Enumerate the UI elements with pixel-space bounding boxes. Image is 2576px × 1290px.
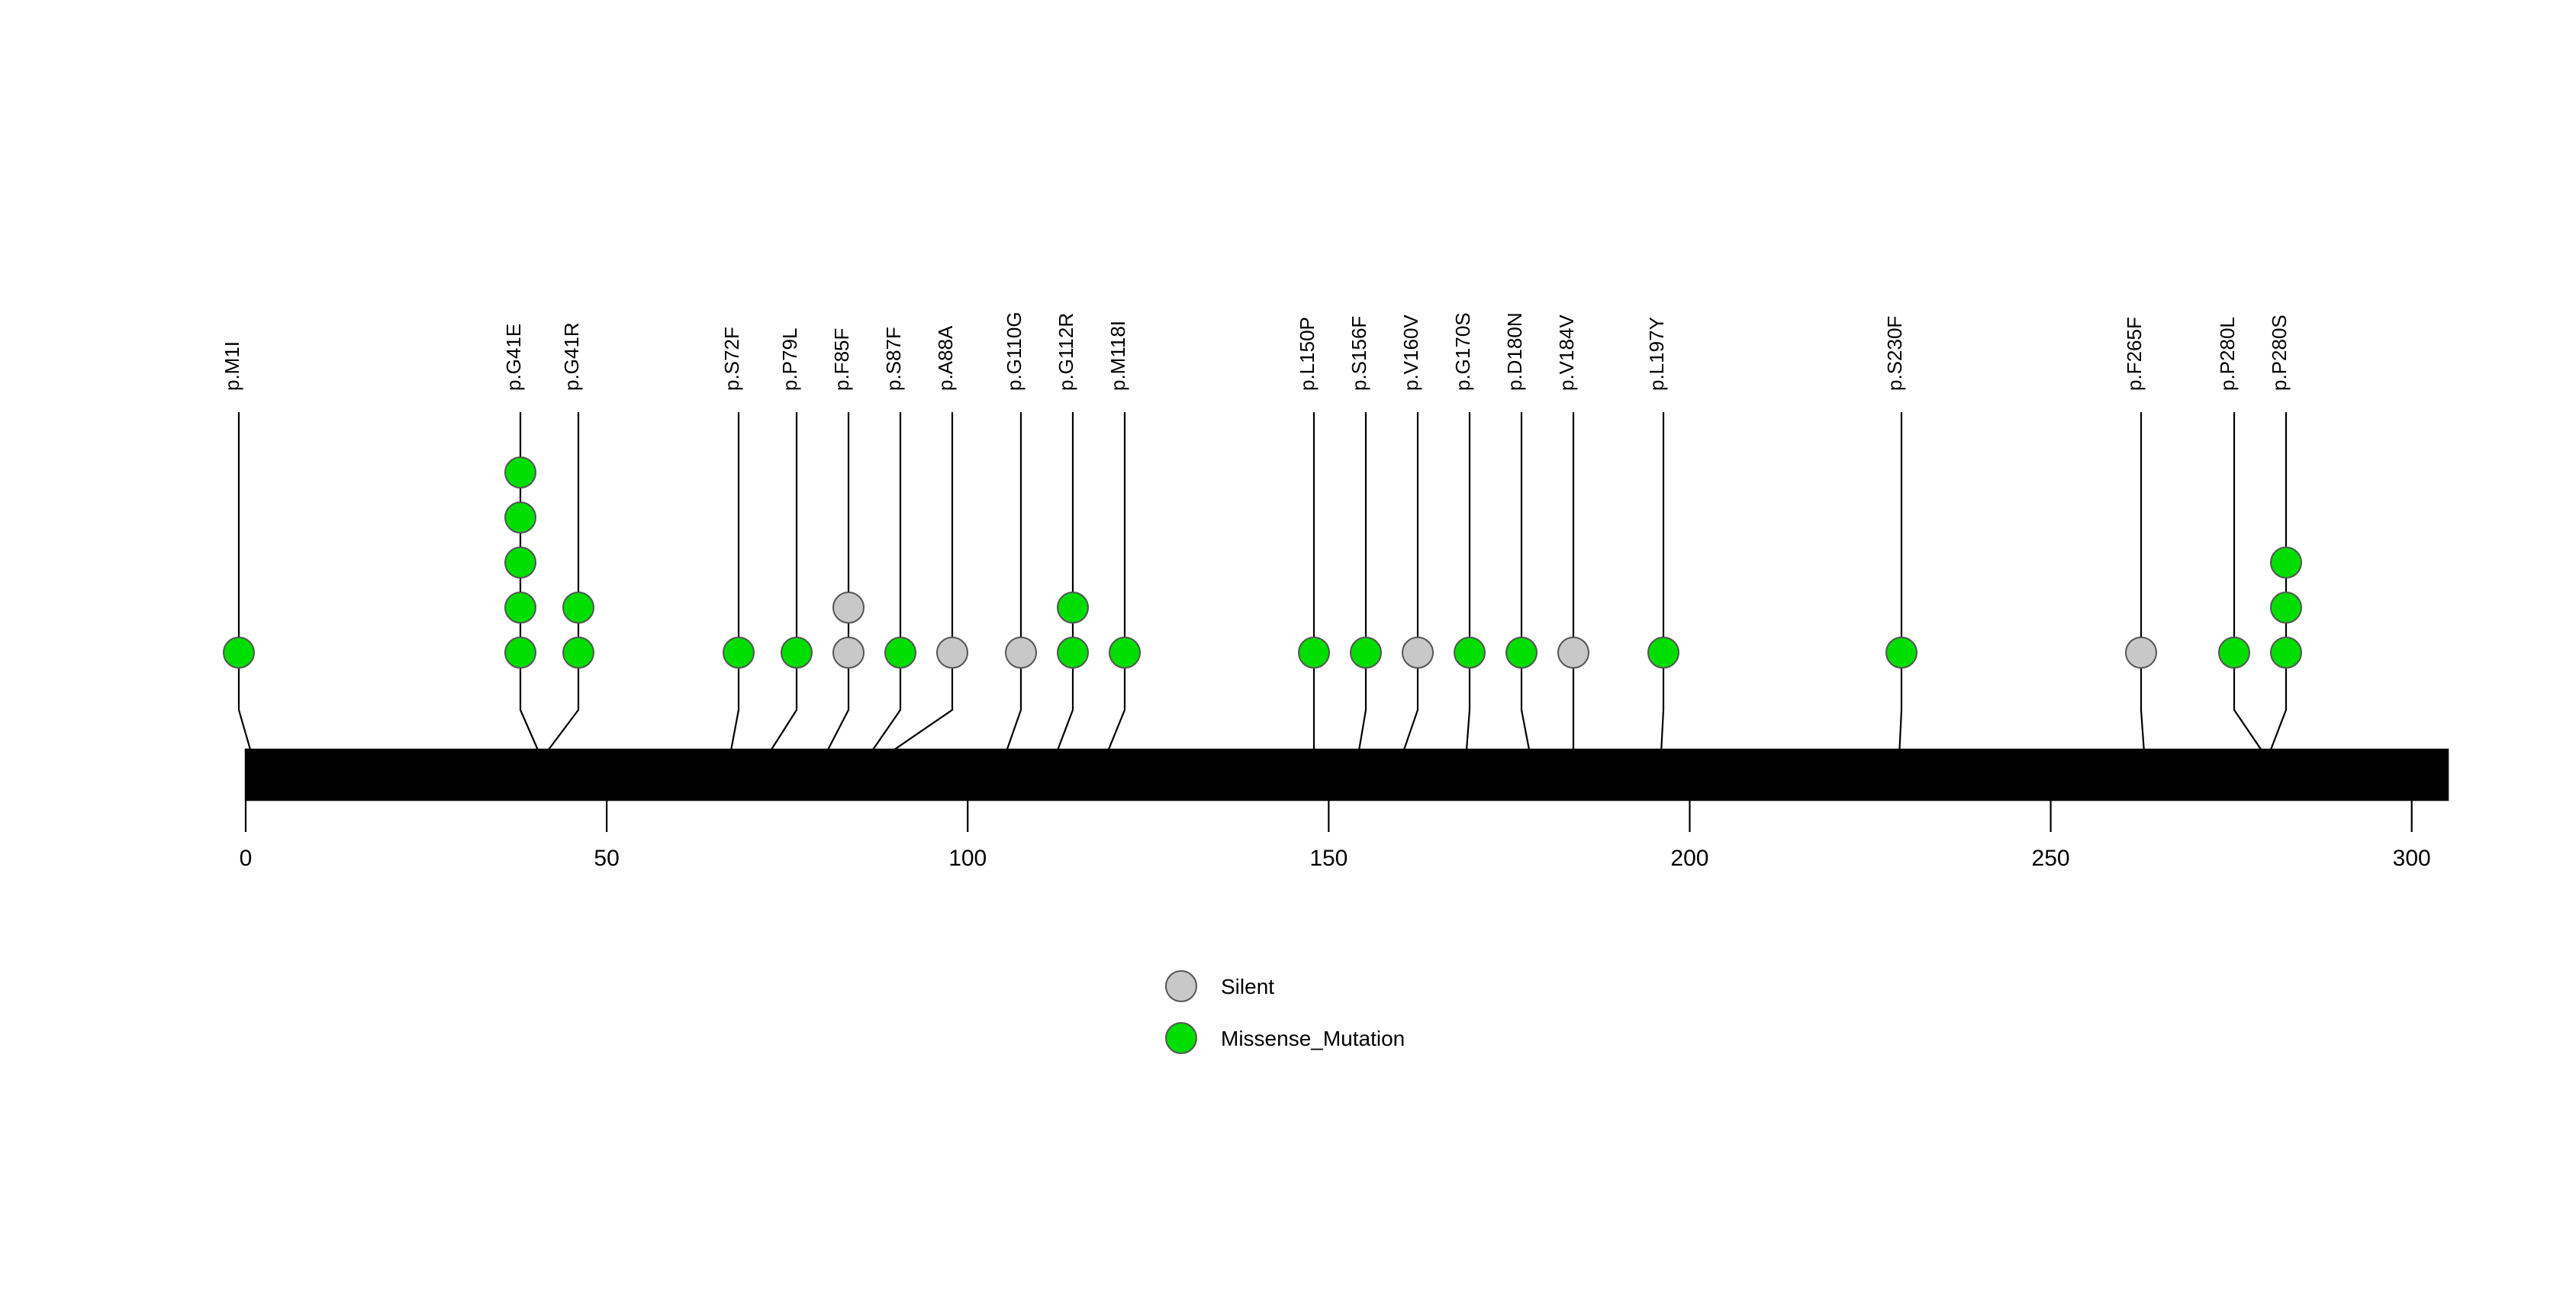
mutation-label: p.G110G bbox=[1003, 311, 1026, 391]
mutation-label: p.P280L bbox=[2216, 317, 2239, 391]
lollipop-stem bbox=[237, 412, 254, 800]
lollipop-stem bbox=[880, 412, 954, 800]
mutation-node[interactable] bbox=[504, 637, 536, 669]
lollipop-stem bbox=[1898, 412, 1903, 800]
axis-tick-label: 100 bbox=[948, 846, 987, 871]
lollipop-stem bbox=[1357, 412, 1367, 800]
mutation-label: p.A88A bbox=[934, 325, 957, 391]
mutation-node[interactable] bbox=[832, 637, 865, 669]
legend-label: Silent bbox=[1221, 975, 1274, 998]
mutation-node[interactable] bbox=[1298, 637, 1330, 669]
mutation-labels-layer: p.M1I p.G41E p.G41R p.S72F p.P79L p.F85F p.S87… bbox=[221, 311, 2291, 391]
mutation-node[interactable] bbox=[1109, 637, 1141, 669]
mutation-label: p.M1I bbox=[221, 341, 243, 391]
mutation-label: p.S72F bbox=[720, 327, 743, 391]
axis-tick-label: 0 bbox=[240, 846, 253, 871]
mutation-node[interactable] bbox=[504, 501, 536, 534]
mutation-node[interactable] bbox=[936, 637, 968, 669]
mutation-label: p.V160V bbox=[1399, 314, 1422, 391]
mutation-node[interactable] bbox=[1057, 592, 1089, 624]
lollipop-nodes-layer bbox=[223, 456, 2302, 669]
axis-tick-label: 150 bbox=[1309, 846, 1348, 871]
mutation-node[interactable] bbox=[2270, 637, 2302, 669]
mutation-label: p.L197Y bbox=[1645, 317, 1668, 391]
mutation-label: p.G170S bbox=[1451, 312, 1474, 391]
lollipop-stem bbox=[2233, 412, 2268, 800]
lollipop-stem bbox=[1660, 412, 1665, 800]
axis-tick-label: 50 bbox=[594, 846, 619, 871]
mutation-node[interactable] bbox=[562, 592, 594, 624]
lollipop-stem bbox=[2140, 412, 2146, 800]
mutation-label: p.G41R bbox=[560, 322, 583, 391]
mutation-node[interactable] bbox=[1647, 637, 1679, 669]
mutation-label: p.M118I bbox=[1106, 321, 1129, 391]
mutation-node[interactable] bbox=[723, 637, 755, 669]
mutation-node[interactable] bbox=[2270, 547, 2302, 579]
mutation-node[interactable] bbox=[2270, 592, 2302, 624]
mutation-node[interactable] bbox=[1057, 637, 1089, 669]
mutation-label: p.D180N bbox=[1503, 312, 1526, 391]
lollipop-stem bbox=[1003, 412, 1022, 800]
mutation-label: p.V184V bbox=[1555, 314, 1578, 391]
axis-tick-label: 250 bbox=[2032, 846, 2070, 871]
mutation-label: p.P280S bbox=[2268, 314, 2291, 391]
protein-domain-bar bbox=[244, 748, 2449, 801]
mutation-node[interactable] bbox=[504, 592, 536, 624]
mutation-label: p.L150P bbox=[1296, 317, 1319, 391]
mutation-node[interactable] bbox=[504, 456, 536, 489]
lollipop-stem bbox=[1399, 412, 1419, 800]
legend-swatch[interactable] bbox=[1165, 970, 1197, 1002]
mutation-node[interactable] bbox=[562, 637, 594, 669]
legend-label: Missense_Mutation bbox=[1221, 1027, 1405, 1050]
mutation-node[interactable] bbox=[1557, 637, 1589, 669]
lollipop-stem bbox=[1520, 412, 1532, 800]
mutation-node[interactable] bbox=[223, 637, 255, 669]
mutation-label: p.S87F bbox=[882, 327, 905, 391]
mutation-label: p.P79L bbox=[778, 328, 801, 391]
mutation-node[interactable] bbox=[1005, 637, 1037, 669]
mutation-label: p.F85F bbox=[830, 328, 853, 391]
mutation-node[interactable] bbox=[1885, 637, 1918, 669]
mutation-label: p.G41E bbox=[502, 324, 525, 391]
axis-tick-label: 300 bbox=[2393, 846, 2431, 871]
lollipop-stem bbox=[865, 412, 902, 800]
axis-tick-label: 200 bbox=[1670, 846, 1708, 871]
lollipop-stems-layer bbox=[237, 412, 2288, 800]
mutation-label: p.G112R bbox=[1055, 313, 1077, 391]
mutation-node[interactable] bbox=[2125, 637, 2157, 669]
mutation-node[interactable] bbox=[1350, 637, 1382, 669]
mutation-node[interactable] bbox=[1402, 637, 1434, 669]
x-axis: 0 50 100 150 200 250 300 bbox=[240, 800, 2431, 871]
legend-swatch[interactable] bbox=[1165, 1022, 1197, 1054]
mutation-node[interactable] bbox=[1505, 637, 1538, 669]
mutation-node[interactable] bbox=[1454, 637, 1486, 669]
mutation-node[interactable] bbox=[781, 637, 813, 669]
mutation-label: p.F265F bbox=[2123, 317, 2146, 391]
lollipop-stem bbox=[765, 412, 798, 800]
mutation-node[interactable] bbox=[884, 637, 916, 669]
lollipop-stem bbox=[1103, 412, 1126, 800]
mutation-node[interactable] bbox=[832, 592, 865, 624]
mutation-node[interactable] bbox=[504, 547, 536, 579]
mutation-label: p.S156F bbox=[1348, 316, 1370, 391]
lollipop-stem bbox=[1465, 412, 1471, 800]
mutation-label: p.S230F bbox=[1883, 316, 1906, 391]
mutation-node[interactable] bbox=[2218, 637, 2250, 669]
lollipop-stem bbox=[728, 412, 740, 800]
